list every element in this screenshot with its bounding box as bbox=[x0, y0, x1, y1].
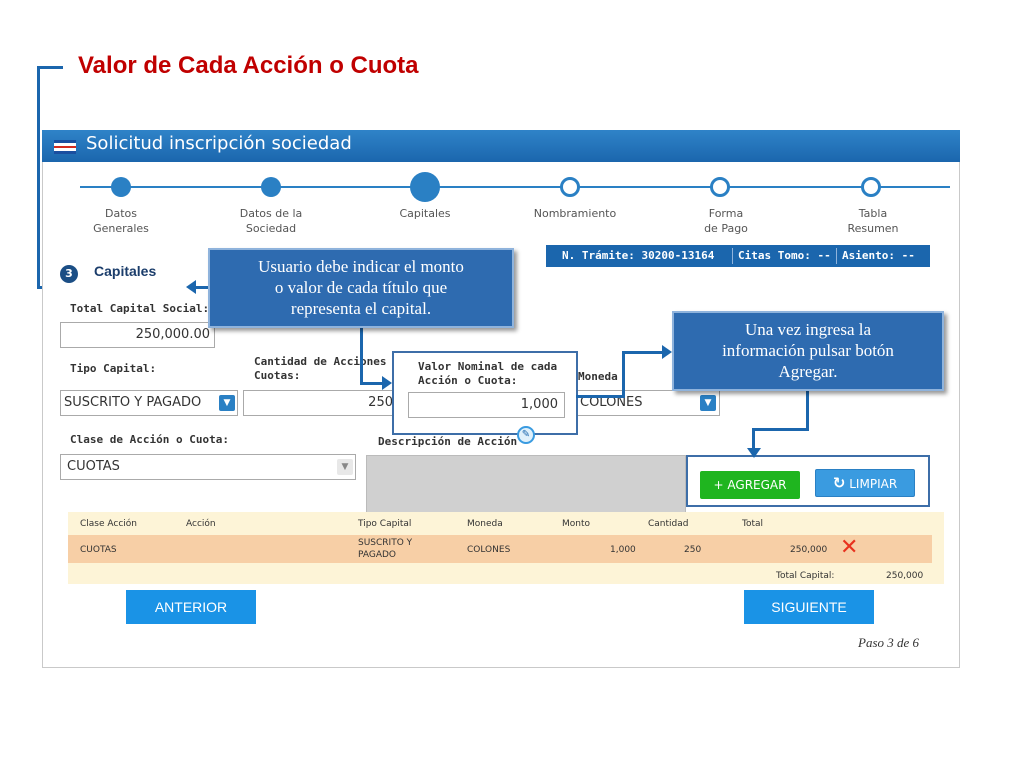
slide-title: Valor de Cada Acción o Cuota bbox=[78, 52, 419, 79]
tipo-capital-label: Tipo Capital: bbox=[70, 362, 157, 375]
siguiente-button[interactable]: SIGUIENTE bbox=[744, 590, 874, 624]
connector-line bbox=[752, 428, 755, 450]
callout-valor: Usuario debe indicar el monto o valor de… bbox=[208, 248, 514, 328]
cell-total: 250,000 bbox=[790, 545, 828, 555]
col-accion: Acción bbox=[186, 519, 216, 529]
panel-header bbox=[42, 130, 960, 162]
col-total: Total bbox=[742, 519, 764, 529]
col-moneda: Moneda bbox=[467, 519, 503, 529]
agregar-button[interactable]: + AGREGAR bbox=[700, 471, 800, 499]
anterior-button[interactable]: ANTERIOR bbox=[126, 590, 256, 624]
table-row bbox=[68, 535, 932, 563]
cantidad-input[interactable]: 250 bbox=[243, 390, 398, 416]
total-capital-input[interactable]: 250,000.00 bbox=[60, 322, 215, 348]
connector-line bbox=[806, 390, 809, 430]
bracket-vertical bbox=[37, 66, 40, 288]
section-number-badge: 3 bbox=[60, 265, 78, 283]
descripcion-label: Descripción de Acción bbox=[378, 435, 518, 448]
col-clase-accion: Clase Acción bbox=[80, 519, 137, 529]
total-capital-footer-value: 250,000 bbox=[886, 571, 924, 581]
step-label-capitales[interactable]: Capitales bbox=[399, 207, 451, 220]
descripcion-textarea[interactable] bbox=[366, 455, 686, 513]
connector-line bbox=[622, 351, 666, 354]
cantidad-label: Cantidad de Acciones o Cuotas: bbox=[254, 355, 400, 382]
connector-line bbox=[360, 382, 388, 385]
step-counter: Paso 3 de 6 bbox=[858, 635, 920, 650]
connector-line bbox=[576, 395, 624, 398]
step-dot-1[interactable] bbox=[111, 177, 131, 197]
bracket-top bbox=[37, 66, 63, 69]
limpiar-button[interactable]: ↻ LIMPIAR bbox=[815, 469, 915, 497]
step-label-nombramiento[interactable]: Nombramiento bbox=[533, 207, 617, 220]
stepper-line bbox=[80, 186, 950, 188]
section-title: Capitales bbox=[94, 263, 157, 279]
delete-icon[interactable]: ✕ bbox=[840, 535, 859, 560]
callout-arrow-icon bbox=[747, 448, 761, 458]
cell-monto: 1,000 bbox=[610, 545, 636, 555]
cell-moneda: COLONES bbox=[467, 545, 511, 555]
valor-nominal-label: Valor Nominal de cada Acción o Cuota: bbox=[418, 360, 558, 387]
total-capital-label: Total Capital Social: bbox=[70, 302, 210, 315]
step-dot-2[interactable] bbox=[261, 177, 281, 197]
costa-rica-flag-icon bbox=[54, 140, 76, 154]
chevron-down-icon[interactable]: ▼ bbox=[700, 395, 716, 411]
citas-tomo: Citas Tomo: -- bbox=[738, 249, 831, 262]
connector-line bbox=[190, 286, 214, 289]
cell-cantidad: 250 bbox=[684, 545, 702, 555]
asiento: Asiento: -- bbox=[842, 249, 915, 262]
clase-accion-label: Clase de Acción o Cuota: bbox=[70, 433, 229, 446]
connector-line bbox=[622, 351, 625, 398]
moneda-select[interactable]: COLONES ▼ bbox=[578, 390, 720, 416]
col-tipo-capital: Tipo Capital bbox=[358, 519, 412, 529]
callout-arrow-icon bbox=[186, 280, 196, 294]
connector-line bbox=[752, 428, 809, 431]
valor-nominal-input[interactable]: 1,000 bbox=[408, 392, 565, 418]
callout-arrow-icon bbox=[382, 376, 392, 390]
callout-arrow-icon bbox=[662, 345, 672, 359]
refresh-icon: ↻ bbox=[832, 474, 846, 492]
tramite-info-bar: N. Trámite: 30200-13164 Citas Tomo: -- A… bbox=[546, 245, 930, 267]
clase-accion-select[interactable]: CUOTAS ▼ bbox=[60, 454, 356, 480]
col-monto: Monto bbox=[562, 519, 591, 529]
total-capital-footer-label: Total Capital: bbox=[776, 571, 835, 581]
step-dot-4[interactable] bbox=[560, 177, 580, 197]
tipo-capital-select[interactable]: SUSCRITO Y PAGADO ▼ bbox=[60, 390, 238, 416]
info-divider bbox=[836, 248, 837, 264]
connector-line bbox=[360, 326, 363, 384]
edit-icon[interactable]: ✎ bbox=[517, 426, 535, 444]
callout-agregar: Una vez ingresa la información pulsar bo… bbox=[672, 311, 944, 391]
step-dot-6[interactable] bbox=[861, 177, 881, 197]
info-divider bbox=[732, 248, 733, 264]
step-dot-3-current[interactable] bbox=[410, 172, 440, 202]
moneda-label: Moneda bbox=[578, 370, 618, 383]
chevron-down-icon[interactable]: ▼ bbox=[219, 395, 235, 411]
panel-title: Solicitud inscripción sociedad bbox=[86, 133, 352, 154]
cell-tipo: SUSCRITO Y PAGADO bbox=[358, 538, 413, 560]
chevron-down-icon[interactable]: ▼ bbox=[337, 459, 353, 475]
tramite-number: N. Trámite: 30200-13164 bbox=[562, 249, 715, 262]
step-dot-5[interactable] bbox=[710, 177, 730, 197]
col-cantidad: Cantidad bbox=[648, 519, 689, 529]
cell-clase: CUOTAS bbox=[80, 545, 117, 555]
